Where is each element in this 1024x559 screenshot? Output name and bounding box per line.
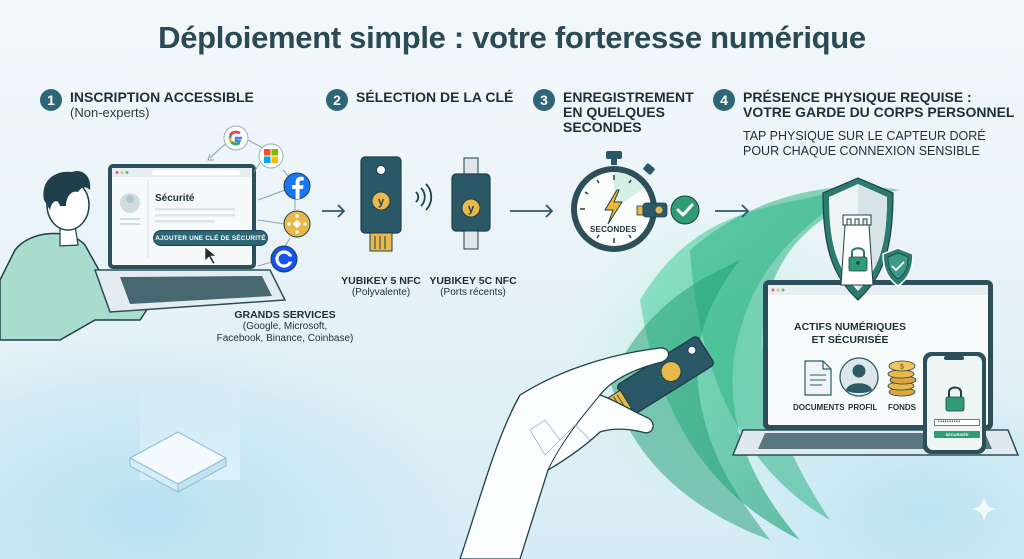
step-title: SÉLECTION DE LA CLÉ — [356, 89, 514, 105]
profile-icon — [839, 357, 879, 397]
arrow-right-icon — [510, 204, 554, 218]
step-number-badge: 2 — [326, 89, 348, 111]
stopwatch-illustration — [571, 151, 700, 252]
nfc-waves-icon — [415, 183, 433, 211]
svg-text:y: y — [378, 196, 385, 208]
assets-title: ACTIFS NUMÉRIQUES ET SÉCURISÉE — [790, 321, 910, 347]
arrow-right-icon — [715, 204, 750, 218]
services-caption-line: (Google, Microsoft, — [242, 321, 328, 332]
yubikey-5-nfc-caption: YUBIKEY 5 NFC (Polyvalente) — [333, 275, 429, 299]
step-description-line: TAP PHYSIQUE SUR LE CAPTEUR DORÉ — [743, 129, 986, 143]
service-icons-arc — [207, 125, 311, 273]
coinbase-icon — [270, 245, 298, 273]
step-title-line: ENREGISTREMENT — [563, 89, 694, 105]
step-4-header: 4 PRÉSENCE PHYSIQUE REQUISE : VOTRE GARD… — [713, 89, 1015, 159]
hand-holding-yubikey-illustration — [459, 336, 714, 559]
arrow-right-icon — [322, 204, 346, 218]
pedestal-illustration — [128, 380, 240, 493]
services-caption-title: GRANDS SERVICES — [234, 309, 336, 321]
facebook-icon — [283, 172, 311, 200]
step-title-line: PRÉSENCE PHYSIQUE REQUISE : — [743, 89, 972, 105]
flow-arrows — [322, 204, 750, 218]
step-description-line: POUR CHAQUE CONNEXION SENSIBLE — [743, 144, 980, 158]
step-title: INSCRIPTION ACCESSIBLE — [70, 89, 254, 105]
phone-secure-button[interactable]: SÉCURISÉE — [934, 431, 980, 438]
asset-label-documents: DOCUMENTS — [793, 403, 845, 412]
step-number-badge: 4 — [713, 89, 735, 111]
step-title-line: EN QUELQUES — [563, 104, 665, 120]
step-3-header: 3 ENREGISTREMENT EN QUELQUES SECONDES — [533, 89, 694, 135]
step-1-header: 1 INSCRIPTION ACCESSIBLE (Non-experts) — [40, 89, 254, 120]
yubikey-5c-nfc-illustration: y — [451, 157, 491, 250]
step-number-badge: 1 — [40, 89, 62, 111]
yubikey-5-nfc-illustration: y — [360, 156, 402, 252]
document-icon — [804, 360, 832, 396]
svg-text:$: $ — [900, 364, 904, 371]
page-title: Déploiement simple : votre forteresse nu… — [158, 20, 866, 55]
screen-heading-securite: Sécurité — [155, 193, 195, 204]
services-caption-line: Facebook, Binance, Coinbase) — [216, 333, 354, 344]
yubikey-5c-nfc-caption: YUBIKEY 5C NFC (Ports récents) — [425, 275, 521, 299]
step-title-line: SECONDES — [563, 119, 642, 135]
stopwatch-label: SECONDES — [590, 225, 637, 234]
fortress-shield-icon — [822, 177, 914, 301]
smartphone-illustration — [923, 352, 986, 454]
microsoft-icon — [258, 143, 284, 169]
sparkle-icon — [972, 497, 996, 521]
key-name: YUBIKEY 5 NFC — [341, 275, 421, 287]
google-icon — [223, 125, 249, 151]
add-security-key-button[interactable]: AJOUTER UNE CLÉ DE SÉCURITÉ — [153, 230, 268, 246]
key-name: YUBIKEY 5C NFC — [429, 275, 517, 287]
svg-text:y: y — [468, 203, 475, 215]
step-subtitle: (Non-experts) — [70, 105, 150, 120]
assets-title-line: ET SÉCURISÉE — [811, 334, 889, 346]
asset-label-profil: PROFIL — [848, 403, 878, 412]
phone-password-field[interactable]: •••••••••• — [934, 419, 980, 426]
step-number-badge: 3 — [533, 89, 555, 111]
coins-icon: $ — [887, 360, 917, 397]
asset-label-fonds: FONDS — [888, 403, 916, 412]
services-caption: GRANDS SERVICES (Google, Microsoft, Face… — [200, 309, 370, 345]
binance-icon — [283, 210, 311, 238]
key-note: (Ports récents) — [440, 287, 506, 298]
step-title-line: VOTRE GARDE DU CORPS PERSONNEL — [743, 104, 1015, 120]
key-note: (Polyvalente) — [351, 287, 411, 298]
step-2-header: 2 SÉLECTION DE LA CLÉ — [326, 89, 514, 111]
assets-title-line: ACTIFS NUMÉRIQUES — [793, 321, 906, 333]
